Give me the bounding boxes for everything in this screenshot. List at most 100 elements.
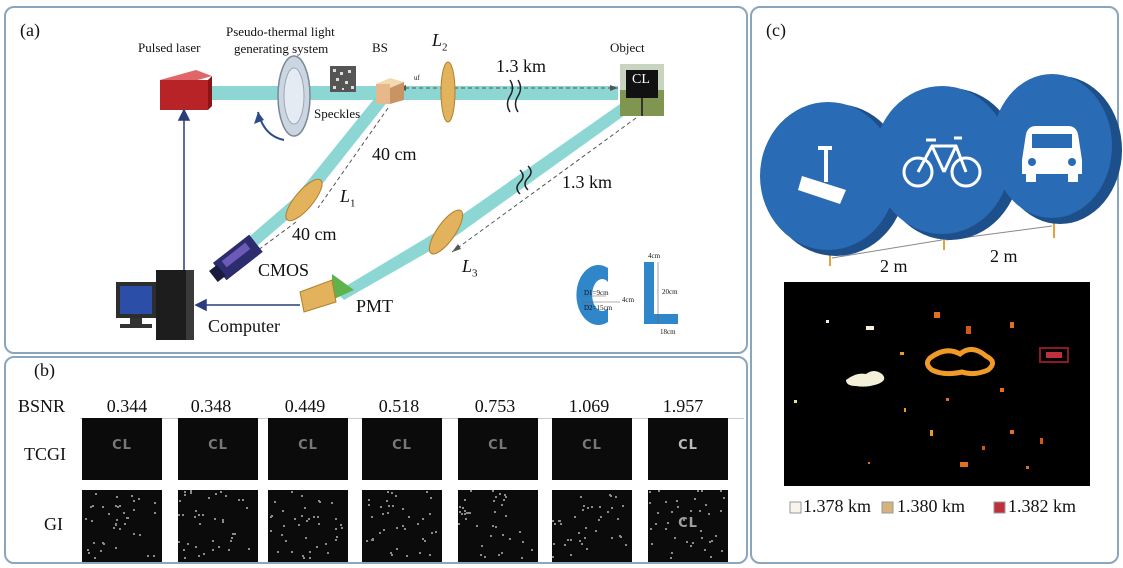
cl-dimension-lines bbox=[582, 262, 659, 324]
speckle-dot bbox=[502, 534, 504, 536]
speckle-dot bbox=[317, 516, 319, 518]
speckle-dot bbox=[419, 552, 421, 554]
speckle-dot bbox=[465, 518, 467, 520]
speckle-dot bbox=[429, 513, 431, 515]
speckle-dot bbox=[598, 519, 600, 521]
speckle-dot bbox=[242, 499, 244, 501]
tcgi-image-text: CL bbox=[488, 438, 508, 453]
speckle-dot bbox=[203, 553, 205, 555]
dim-label: 18cm bbox=[660, 328, 676, 336]
l1-subscript: 1 bbox=[350, 197, 356, 210]
speckle-dot bbox=[505, 515, 507, 517]
pc-tower-side bbox=[186, 270, 194, 340]
speckle-dot bbox=[584, 537, 586, 539]
speckle-dot bbox=[387, 512, 389, 514]
speckle-dot bbox=[470, 490, 472, 492]
bs-cube-side bbox=[390, 82, 404, 104]
speckle-dot bbox=[102, 542, 104, 544]
speckle-dot bbox=[303, 557, 305, 559]
legend-swatch-1382 bbox=[993, 501, 1006, 514]
speckle-dot bbox=[195, 546, 197, 548]
speckle-dot bbox=[342, 88, 344, 90]
speckle-dot bbox=[154, 512, 156, 514]
speckle-dot bbox=[431, 532, 433, 534]
monitor-base bbox=[120, 324, 152, 328]
cmos-label: CMOS bbox=[258, 260, 310, 280]
speckle-dot bbox=[116, 519, 118, 521]
speckle-dot bbox=[651, 543, 653, 545]
speckle-dot bbox=[402, 525, 404, 527]
camera-mount-top bbox=[818, 146, 832, 150]
speckle-dot bbox=[391, 554, 393, 556]
dim-label: 4cm bbox=[622, 296, 635, 304]
depth-point-mid bbox=[868, 462, 870, 464]
gi-image-text: CL bbox=[678, 516, 698, 531]
speckles-label: Speckles bbox=[314, 106, 361, 121]
speckle-dot bbox=[333, 69, 336, 72]
speckle-dot bbox=[313, 516, 315, 518]
speckle-dot bbox=[611, 537, 613, 539]
control-arrowhead bbox=[194, 298, 207, 312]
speckle-dot bbox=[591, 506, 593, 508]
speckle-dot bbox=[214, 518, 216, 520]
speckle-dot bbox=[187, 543, 189, 545]
speckle-dot bbox=[564, 544, 566, 546]
speckle-dot bbox=[499, 493, 501, 495]
speckle-dot bbox=[657, 512, 659, 514]
speckle-dot bbox=[422, 538, 424, 540]
speckle-dot bbox=[116, 496, 118, 498]
tcgi-image-text: CL bbox=[112, 438, 132, 453]
bsnr-value: 0.753 bbox=[474, 396, 516, 416]
speckle-dot bbox=[701, 490, 703, 492]
depth-point-mid bbox=[1040, 438, 1043, 444]
speckle-dot bbox=[212, 540, 214, 542]
speckle-dot bbox=[390, 552, 392, 554]
speckle-dot bbox=[625, 544, 627, 546]
gi-image bbox=[362, 490, 442, 562]
car-icon bbox=[1022, 126, 1082, 182]
break-mark-diag bbox=[524, 165, 532, 191]
l2-subscript: 2 bbox=[442, 41, 448, 54]
speckle-dot bbox=[345, 81, 348, 84]
speckle-dot bbox=[671, 552, 673, 554]
pseudo-thermal-label-line1: Pseudo-thermal light bbox=[226, 24, 335, 39]
bicycle-icon bbox=[902, 136, 982, 188]
panel-b-label: (b) bbox=[34, 360, 55, 380]
speckle-dot bbox=[600, 516, 602, 518]
speckle-dot bbox=[298, 524, 300, 526]
tcgi-image: CL bbox=[552, 418, 632, 480]
speckle-dot bbox=[720, 510, 722, 512]
tcgi-image-text: CL bbox=[582, 438, 602, 453]
speckle-dot bbox=[285, 540, 287, 542]
car-wheel bbox=[1068, 174, 1078, 182]
car-windshield bbox=[1032, 134, 1072, 148]
speckle-dot bbox=[426, 491, 428, 493]
depth-point-mid bbox=[1026, 466, 1029, 469]
depth-point-mid bbox=[966, 326, 971, 334]
gi-image bbox=[268, 490, 348, 562]
speckle-dot bbox=[558, 520, 560, 522]
speckle-dot bbox=[366, 540, 368, 542]
l-shape-horizontal bbox=[644, 314, 678, 324]
bicycle-wheel bbox=[902, 156, 934, 188]
speckle-dot bbox=[184, 491, 186, 493]
speckle-dot bbox=[466, 512, 468, 514]
speckle-dot bbox=[701, 537, 703, 539]
depth-point-mid bbox=[934, 312, 940, 318]
speckle-dot bbox=[531, 549, 533, 551]
speckle-dot bbox=[127, 517, 129, 519]
speckle-dot bbox=[404, 528, 406, 530]
tcgi-image-text: CL bbox=[208, 438, 228, 453]
speckle-dot bbox=[222, 521, 224, 523]
pseudo-thermal-label-line2: generating system bbox=[234, 41, 329, 56]
bicycle-frame bbox=[916, 144, 968, 173]
l3-letter: L bbox=[462, 256, 473, 276]
speckle-dot bbox=[459, 511, 461, 513]
speckle-dot bbox=[708, 513, 710, 515]
pmt-detector bbox=[332, 274, 354, 300]
break-mark-top bbox=[506, 79, 514, 113]
speckle-dot bbox=[586, 548, 588, 550]
speckle-dot bbox=[699, 510, 701, 512]
speckle-dot bbox=[301, 515, 303, 517]
cmos-highlight bbox=[221, 242, 251, 268]
